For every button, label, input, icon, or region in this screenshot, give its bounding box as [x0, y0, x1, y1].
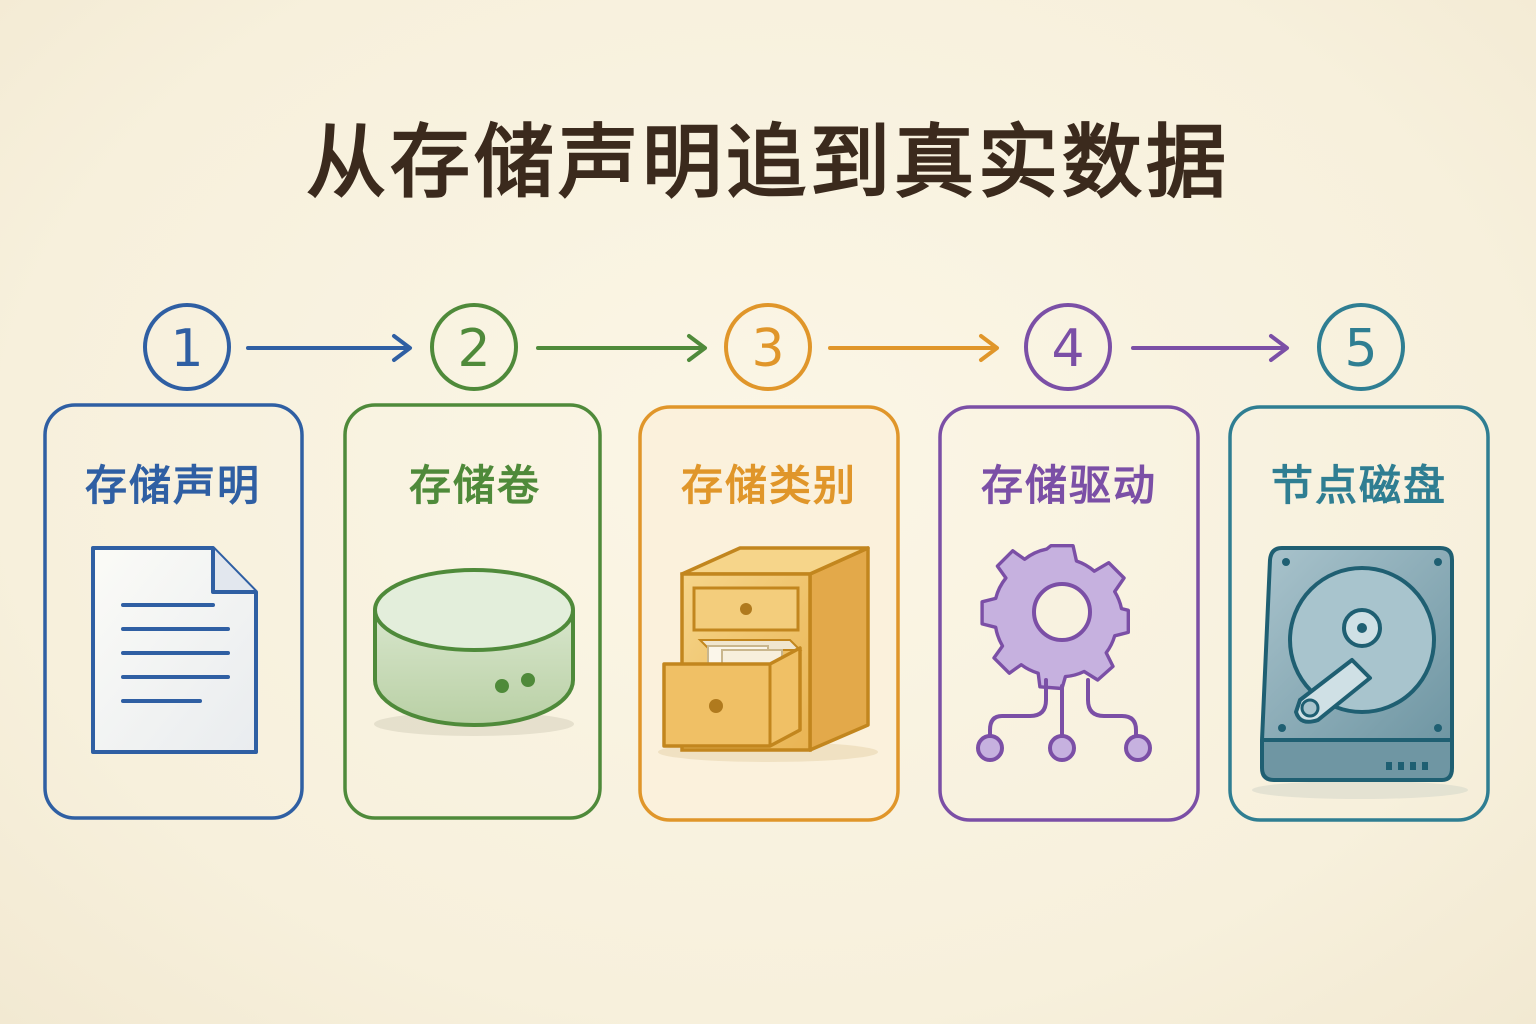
step-2-card — [343, 403, 602, 820]
step-4-badge — [1024, 303, 1112, 391]
step-5-number: 5 — [1344, 319, 1377, 379]
step-2-badge — [430, 303, 518, 391]
arrow-3-to-4 — [828, 334, 999, 362]
step-2: 2 — [343, 303, 602, 820]
arrow-1-to-2 — [246, 334, 412, 362]
step-4-number: 4 — [1051, 319, 1084, 379]
step-1: 1 — [43, 303, 304, 820]
step-3-number: 3 — [751, 319, 784, 379]
step-3-label: 存储类别 — [680, 461, 857, 510]
step-1-number: 1 — [170, 319, 203, 379]
step-4: 4 — [938, 303, 1200, 822]
step-4-card — [938, 405, 1200, 822]
arrow-4-to-5 — [1131, 334, 1289, 362]
filing-cabinet-icon — [658, 546, 878, 762]
step-5-card — [1228, 405, 1490, 822]
diagram-title: 从存储声明追到真实数据 — [306, 116, 1230, 209]
step-2-label: 存储卷 — [408, 461, 541, 510]
step-4-label: 存储驱动 — [980, 461, 1157, 510]
step-5-label: 节点磁盘 — [1270, 461, 1447, 510]
step-5: 5 — [1228, 303, 1490, 822]
step-1-label: 存储声明 — [84, 461, 261, 510]
storage-cylinder-icon — [373, 568, 575, 736]
step-1-badge — [143, 303, 231, 391]
hard-disk-icon — [1252, 546, 1468, 799]
step-1-card — [43, 403, 304, 820]
document-icon — [91, 546, 258, 754]
step-5-badge — [1317, 303, 1405, 391]
gear-network-icon — [976, 543, 1152, 762]
step-3-badge — [724, 303, 812, 391]
step-2-number: 2 — [457, 319, 490, 379]
step-3: 3 — [638, 303, 900, 822]
arrow-2-to-3 — [536, 334, 707, 362]
